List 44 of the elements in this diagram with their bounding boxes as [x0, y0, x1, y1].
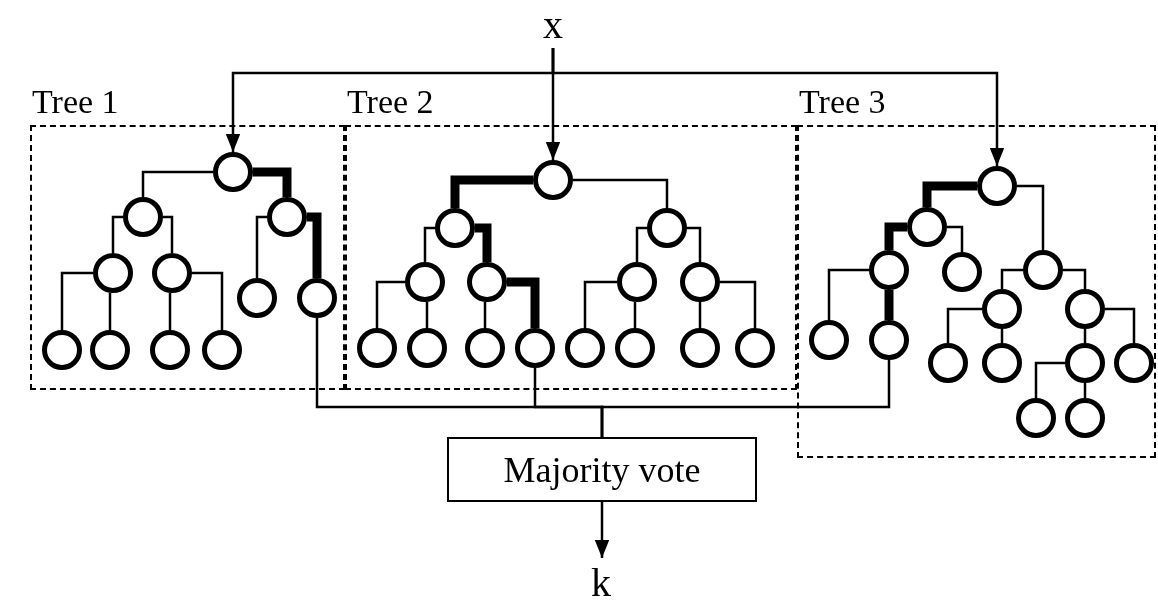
tree-branch [307, 212, 322, 278]
tree-branch [633, 302, 637, 328]
variable-label: k [586, 562, 616, 604]
tree-branch [1105, 307, 1136, 343]
tree-branch [922, 181, 977, 207]
tree-branch [600, 360, 891, 437]
tree-branch [111, 215, 123, 253]
tree-branch [947, 225, 964, 252]
tree-branch [253, 167, 292, 197]
vote-box: Majority vote [447, 437, 757, 502]
tree-branch [423, 226, 435, 262]
tree-heading: Tree 1 [31, 85, 119, 119]
tree-branch [1063, 268, 1087, 289]
tree-branch [687, 226, 702, 262]
tree-heading: Tree 3 [798, 85, 886, 119]
tree-branch [475, 223, 492, 262]
tree-branch [375, 280, 405, 328]
tree-branch [884, 290, 894, 320]
tree-branch [255, 215, 267, 278]
tree-branch [1017, 184, 1045, 250]
tree-branch [635, 226, 647, 262]
tree-branch [192, 271, 224, 330]
tree-branch [573, 178, 669, 208]
tree-branch [168, 293, 172, 330]
tree-branch [163, 215, 174, 253]
tree-branch [1034, 361, 1065, 398]
tree-heading: Tree 2 [346, 85, 434, 119]
tree-branch [827, 268, 869, 320]
variable-label: x [538, 4, 568, 46]
arrow [594, 502, 610, 558]
tree-branch [108, 293, 112, 330]
tree-branch [884, 222, 907, 250]
tree-branch [483, 302, 487, 328]
tree-branch [60, 271, 93, 330]
arrow [551, 48, 1005, 166]
tree-branch [583, 280, 617, 328]
tree-branch [1000, 268, 1023, 289]
tree-branch [450, 175, 533, 208]
tree-branch [425, 302, 429, 328]
tree-branch [141, 170, 213, 197]
tree-branch [507, 277, 540, 328]
tree-branch [720, 280, 757, 328]
tree-branch [946, 307, 982, 343]
tree-branch [698, 302, 702, 328]
